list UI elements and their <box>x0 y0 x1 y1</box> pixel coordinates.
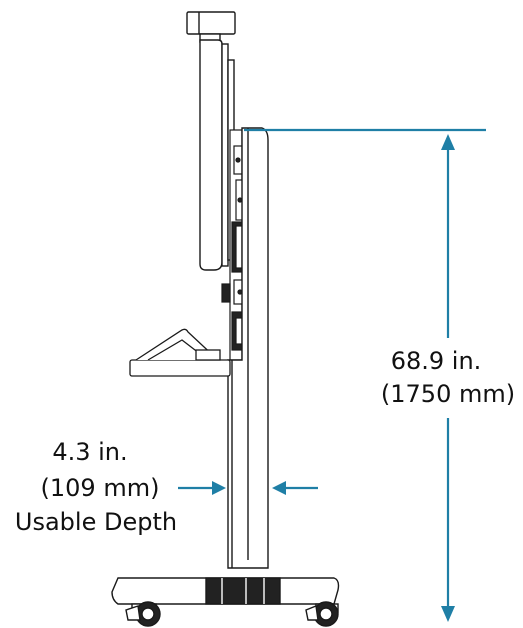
depth-label-caption: Usable Depth <box>15 508 177 536</box>
height-label-inches: 68.9 in. <box>391 347 482 375</box>
height-label-mm: (1750 mm) <box>381 380 515 408</box>
depth-label-inches: 4.3 in. <box>52 438 127 466</box>
rear-caster <box>305 601 339 627</box>
cart-column <box>227 127 269 569</box>
front-caster <box>125 601 161 627</box>
depth-arrowhead-left <box>212 481 226 495</box>
keyboard-shelf <box>129 328 231 377</box>
cart-base <box>111 577 340 605</box>
height-arrowhead-down <box>441 606 455 622</box>
depth-label-mm: (109 mm) <box>41 474 160 502</box>
camera-bar <box>186 11 236 43</box>
display-panel <box>199 39 235 271</box>
height-dimension <box>244 128 486 622</box>
depth-dimension <box>178 481 318 495</box>
depth-arrowhead-right <box>272 481 286 495</box>
height-arrowhead-up <box>441 134 455 150</box>
